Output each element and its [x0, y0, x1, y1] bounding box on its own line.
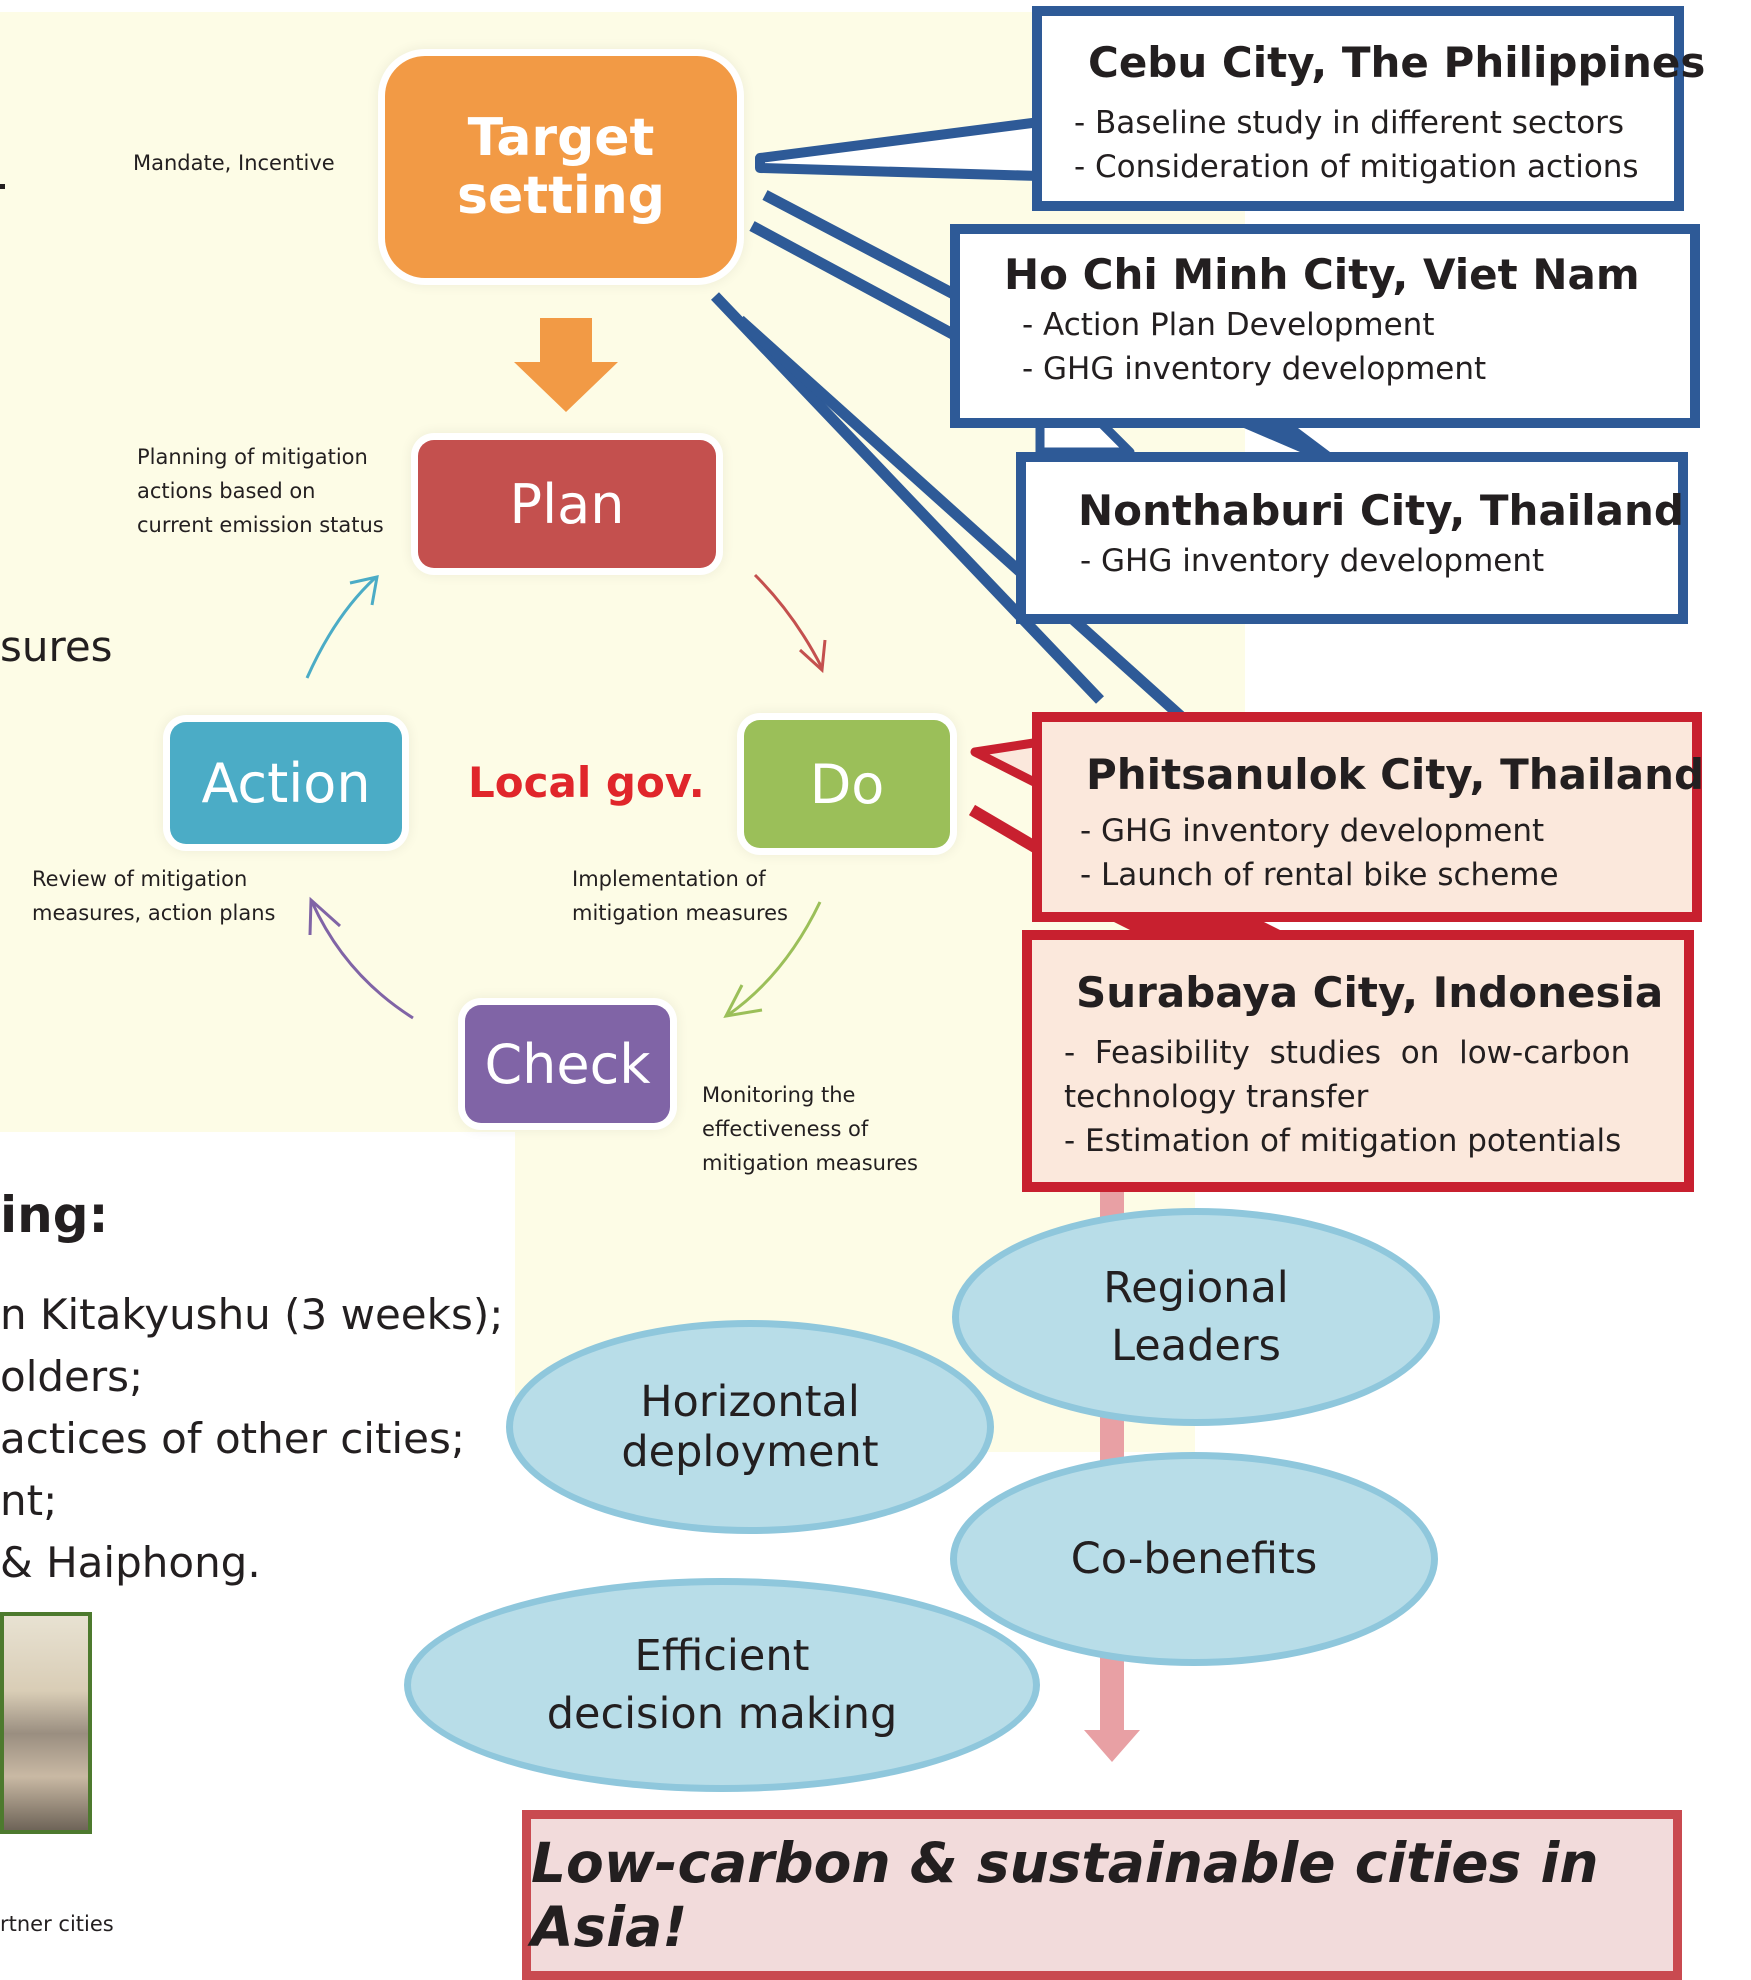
- phitsanulok-connector-2: [736, 315, 1189, 725]
- city-name-hcmc: Ho Chi Minh City, Viet Nam: [1004, 250, 1640, 299]
- phitsanulok-callout-pointer: [970, 737, 1045, 790]
- city-item: - Estimation of mitigation potentials: [1064, 1123, 1622, 1159]
- flow-arrow-head: [1084, 1730, 1140, 1762]
- do-note: Implementation of mitigation measures: [572, 862, 788, 930]
- city-item: - GHG inventory development: [1080, 813, 1545, 849]
- ellipse-efficient-decision: Efficient decision making: [404, 1578, 1040, 1792]
- regional-line2: Leaders: [1111, 1321, 1281, 1371]
- ellipse-horizontal-deployment: Horizontal deployment: [506, 1320, 994, 1534]
- city-name-phitsanulok: Phitsanulok City, Thailand: [1086, 750, 1705, 799]
- plan-note-line2: actions based on: [137, 479, 316, 503]
- city-item: - Feasibility studies on low-carbon: [1064, 1035, 1631, 1071]
- do-box: Do: [744, 720, 950, 848]
- check-note: Monitoring the effectiveness of mitigati…: [702, 1078, 918, 1180]
- photo-caption: rtner cities: [0, 1912, 114, 1936]
- ellipse-regional-leaders: Regional Leaders: [952, 1208, 1440, 1426]
- cobenefits-label: Co-benefits: [1070, 1534, 1318, 1584]
- efficient-line1: Efficient: [634, 1631, 810, 1681]
- do-note-line2: mitigation measures: [572, 901, 788, 925]
- efficient-line2: decision making: [546, 1689, 898, 1739]
- city-box-nonthaburi: Nonthaburi City, Thailand - GHG inventor…: [1016, 452, 1688, 624]
- cut-dot: [0, 184, 5, 189]
- action-box: Action: [170, 722, 402, 844]
- cut-line4: nt;: [0, 1476, 58, 1525]
- regional-line1: Regional: [1103, 1263, 1289, 1313]
- city-item: - Baseline study in different sectors: [1074, 105, 1625, 141]
- target-note: Mandate, Incentive: [133, 151, 335, 175]
- orange-down-arrow: [514, 318, 618, 412]
- cut-heading: ing:: [0, 1186, 109, 1244]
- phitsanulok-connector: [711, 292, 1104, 704]
- plan-note: Planning of mitigation actions based on …: [137, 440, 384, 542]
- plan-note-line1: Planning of mitigation: [137, 445, 368, 469]
- workshop-photo: [0, 1612, 92, 1834]
- final-goal-box: Low-carbon & sustainable cities in Asia!: [522, 1810, 1682, 1980]
- action-note: Review of mitigation measures, action pl…: [32, 862, 275, 930]
- city-item: technology transfer: [1064, 1079, 1369, 1115]
- cut-line1: n Kitakyushu (3 weeks);: [0, 1290, 504, 1339]
- plan-to-do-arrow: [753, 573, 827, 674]
- city-name-nonthaburi: Nonthaburi City, Thailand: [1078, 486, 1684, 535]
- city-name-surabaya: Surabaya City, Indonesia: [1076, 968, 1664, 1017]
- city-item: - Consideration of mitigation actions: [1074, 149, 1639, 185]
- city-item: - GHG inventory development: [1080, 543, 1545, 579]
- city-box-surabaya: Surabaya City, Indonesia - Feasibility s…: [1022, 930, 1694, 1192]
- plan-note-line3: current emission status: [137, 513, 384, 537]
- do-note-line1: Implementation of: [572, 867, 766, 891]
- city-item: - Launch of rental bike scheme: [1080, 857, 1559, 893]
- hcmc-connector: [762, 190, 968, 305]
- plan-label: Plan: [509, 472, 625, 536]
- surabaya-connector: [968, 804, 1044, 856]
- hcmc-connector-2: [749, 221, 963, 343]
- check-note-line2: effectiveness of: [702, 1117, 869, 1141]
- target-setting-box: Target setting: [385, 56, 737, 278]
- action-label: Action: [201, 751, 371, 815]
- city-box-cebu: Cebu City, The Philippines - Baseline st…: [1032, 6, 1706, 211]
- horizontal-line2: deployment: [621, 1427, 879, 1477]
- city-item: - Action Plan Development: [1022, 307, 1435, 343]
- ellipse-co-benefits: Co-benefits: [950, 1452, 1438, 1666]
- city-item: - GHG inventory development: [1022, 351, 1487, 387]
- do-to-check-arrow: [723, 901, 822, 1018]
- do-label: Do: [809, 752, 885, 816]
- local-gov-label: Local gov.: [468, 758, 705, 807]
- cebu-callout-pointer: [755, 117, 1045, 181]
- check-label: Check: [484, 1032, 651, 1096]
- check-to-action-arrow: [308, 896, 414, 1020]
- check-note-line3: mitigation measures: [702, 1151, 918, 1175]
- check-note-line1: Monitoring the: [702, 1083, 856, 1107]
- horizontal-line1: Horizontal: [640, 1377, 860, 1427]
- action-to-plan-arrow: [305, 575, 379, 679]
- check-box: Check: [465, 1005, 670, 1123]
- target-line1: Target: [467, 108, 655, 168]
- city-box-hcmc: Ho Chi Minh City, Viet Nam - Action Plan…: [950, 224, 1700, 428]
- city-box-phitsanulok: Phitsanulok City, Thailand - GHG invento…: [1032, 712, 1705, 922]
- action-note-line2: measures, action plans: [32, 901, 276, 925]
- target-line2: setting: [457, 166, 665, 226]
- city-name-cebu: Cebu City, The Philippines: [1088, 38, 1706, 87]
- final-goal-text: Low-carbon & sustainable cities in Asia!: [531, 1831, 1599, 1959]
- cut-text-sures: sures: [0, 622, 113, 671]
- action-note-line1: Review of mitigation: [32, 867, 248, 891]
- cut-line5: & Haiphong.: [0, 1538, 261, 1587]
- plan-box: Plan: [418, 440, 716, 568]
- nonthaburi-pointer-right: [1230, 422, 1330, 452]
- cut-line3: actices of other cities;: [0, 1414, 465, 1463]
- cut-line2: olders;: [0, 1352, 144, 1401]
